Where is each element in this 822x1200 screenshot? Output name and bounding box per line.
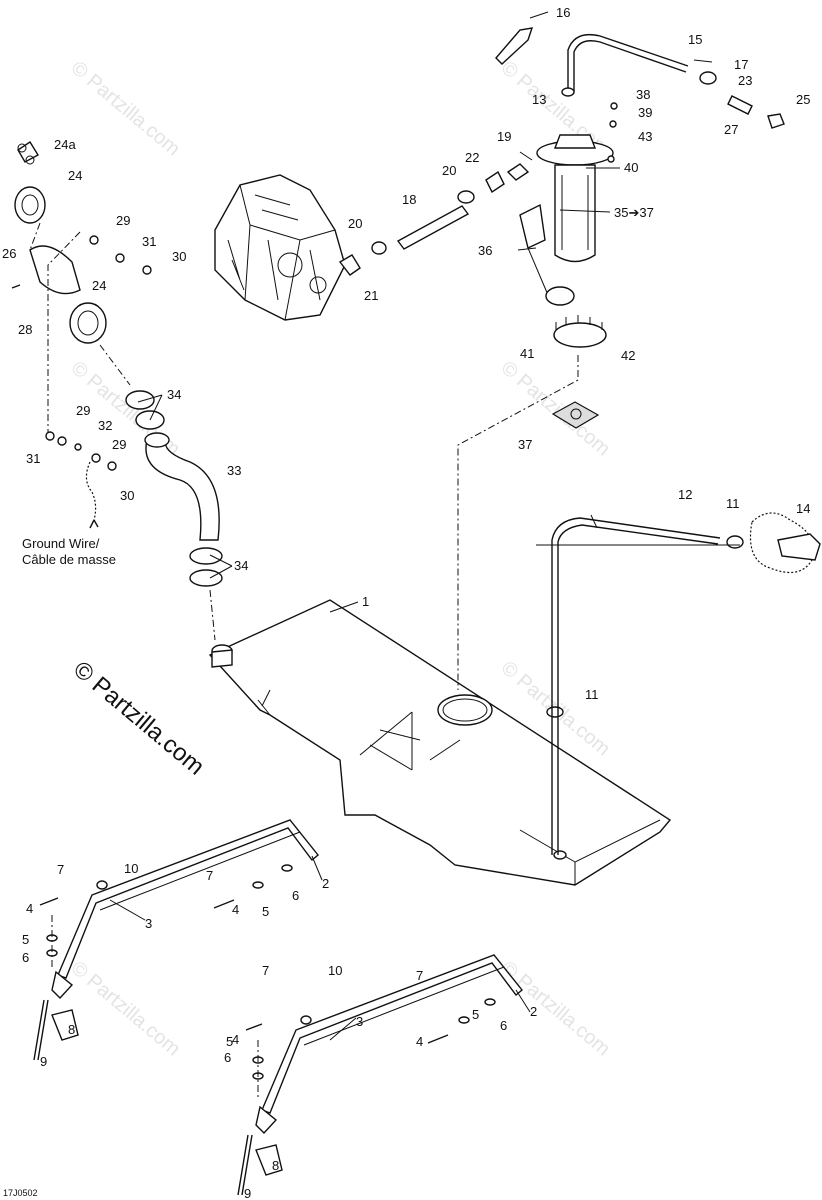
ground-wire-label-line1: Ground Wire/ xyxy=(22,536,100,551)
callout-label: 5 xyxy=(472,1007,479,1022)
engine-block xyxy=(214,174,346,321)
callout-label: 29 xyxy=(76,403,90,418)
callout-label: 9 xyxy=(244,1186,251,1200)
callout-label: 36 xyxy=(478,243,492,258)
callout-label: 25 xyxy=(796,92,810,107)
callout-label: 1 xyxy=(362,594,369,609)
callout-label: 16 xyxy=(556,5,570,20)
pump-to-tank-centerline xyxy=(457,355,579,690)
callout-label: 3 xyxy=(145,916,152,931)
callout-label: 20 xyxy=(348,216,362,231)
callout-label: 11 xyxy=(585,687,599,702)
callout-label: 23 xyxy=(738,73,752,88)
callout-label: 6 xyxy=(292,888,299,903)
callout-label: 30 xyxy=(120,488,134,503)
callout-label: 20 xyxy=(442,163,456,178)
callout-label: 19 xyxy=(497,129,511,144)
watermark: © Partzilla.com xyxy=(67,57,184,160)
callout-label: 7 xyxy=(57,862,64,877)
callout-label: 21 xyxy=(364,288,378,303)
callout-label: 8 xyxy=(272,1158,279,1173)
callout-label: 6 xyxy=(500,1018,507,1033)
callout-label: 22 xyxy=(465,150,479,165)
callout-label: 28 xyxy=(18,322,32,337)
callout-label: 7 xyxy=(206,868,213,883)
callout-label: 14 xyxy=(796,501,810,516)
callout-label: 12 xyxy=(678,487,692,502)
callout-label: 7 xyxy=(262,963,269,978)
fuel-pump-module xyxy=(519,102,618,429)
callout-label: 17 xyxy=(734,57,748,72)
callout-label: 43 xyxy=(638,129,652,144)
watermark: © Partzilla.com xyxy=(67,957,184,1060)
watermark-group: © Partzilla.com © Partzilla.com © Partzi… xyxy=(67,57,614,1060)
callout-label: 10 xyxy=(328,963,342,978)
callout-label: 15 xyxy=(688,32,702,47)
callout-label: 4 xyxy=(26,901,33,916)
callout-label: 26 xyxy=(2,246,16,261)
leader-lines xyxy=(109,11,740,1041)
callout-label: 5 xyxy=(22,932,29,947)
drawing-code: 17J0502 xyxy=(3,1188,38,1198)
callout-label: 11 xyxy=(726,496,740,511)
callout-label: 38 xyxy=(636,87,650,102)
callout-label: 6 xyxy=(224,1050,231,1065)
filler-hose xyxy=(99,344,223,641)
callout-label: 5 xyxy=(262,904,269,919)
tank-strap-upper xyxy=(33,819,319,1061)
callout-label: 10 xyxy=(124,861,138,876)
callout-label: 5 xyxy=(226,1034,233,1049)
watermark: © Partzilla.com xyxy=(497,957,614,1060)
callout-label: 42 xyxy=(621,348,635,363)
callout-label: 35➔37 xyxy=(614,205,654,220)
filler-neck xyxy=(11,141,152,435)
callout-label: 9 xyxy=(40,1054,47,1069)
callout-label: 7 xyxy=(416,968,423,983)
callout-label: 24a xyxy=(54,137,76,152)
callout-label: 31 xyxy=(26,451,40,466)
callout-label: 40 xyxy=(624,160,638,175)
fuel-tank xyxy=(208,599,672,886)
callout-label: 27 xyxy=(724,122,738,137)
watermark: © Partzilla.com xyxy=(497,357,614,460)
callout-label: 29 xyxy=(116,213,130,228)
callout-label: 4 xyxy=(416,1034,423,1049)
callout-label: 32 xyxy=(98,418,112,433)
callout-label: 24 xyxy=(68,168,82,183)
callout-label: 4 xyxy=(232,1032,239,1047)
callout-label: 39 xyxy=(638,105,652,120)
callout-label: 4 xyxy=(232,902,239,917)
callout-label: 8 xyxy=(68,1022,75,1037)
callout-label: 34 xyxy=(167,387,181,402)
callout-label: 24 xyxy=(92,278,106,293)
callout-label: 37 xyxy=(518,437,532,452)
tank-strap-lower xyxy=(237,954,523,1196)
callout-label: 2 xyxy=(322,876,329,891)
callout-label: 18 xyxy=(402,192,416,207)
ground-hardware xyxy=(45,431,117,529)
copyright-overlay: © Partzilla.com xyxy=(68,656,209,781)
callout-label: 41 xyxy=(520,346,534,361)
ground-wire-label-line2: Câble de masse xyxy=(22,552,116,567)
callout-label: 30 xyxy=(172,249,186,264)
return-line xyxy=(551,512,821,855)
callout-label: 33 xyxy=(227,463,241,478)
fuel-line-assembly xyxy=(338,151,533,276)
callout-label: 3 xyxy=(356,1014,363,1029)
callout-label: 6 xyxy=(22,950,29,965)
callout-label: 29 xyxy=(112,437,126,452)
callout-label: 2 xyxy=(530,1004,537,1019)
callout-label: 31 xyxy=(142,234,156,249)
vent-line xyxy=(495,27,785,129)
callout-label: 13 xyxy=(532,92,546,107)
callout-label: 34 xyxy=(234,558,248,573)
